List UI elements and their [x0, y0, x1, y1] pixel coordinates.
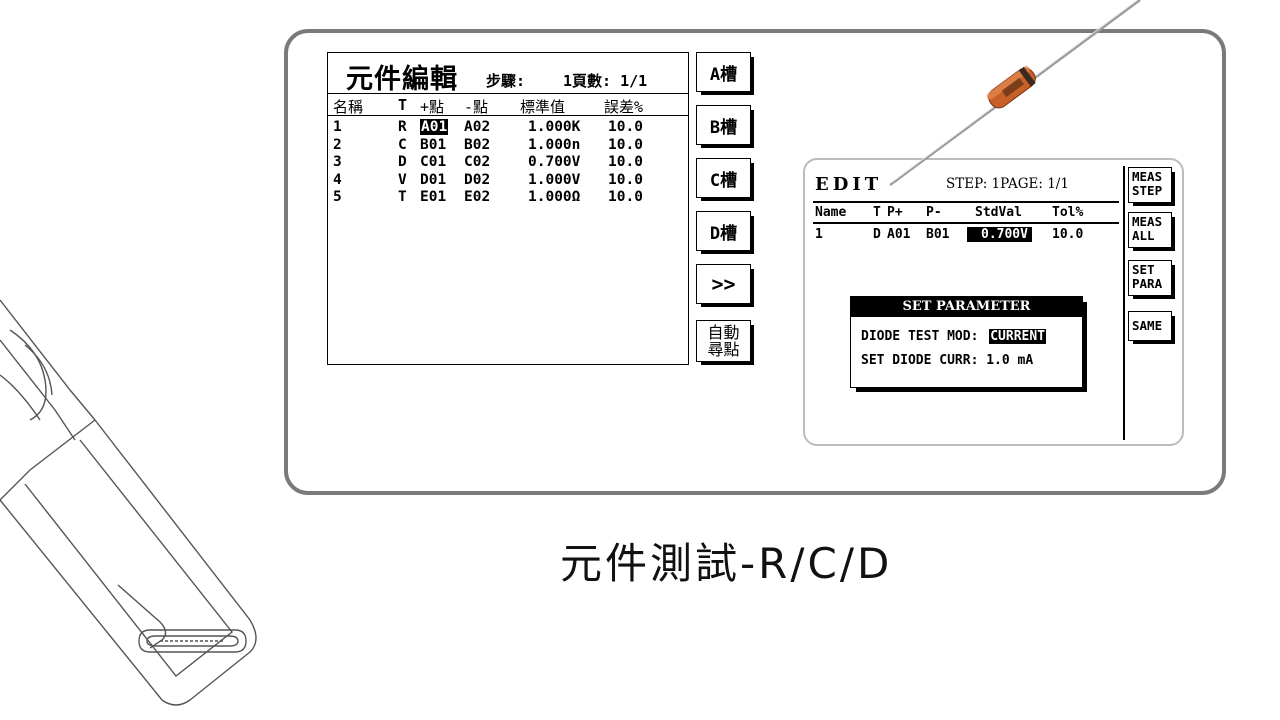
set-para-line2: PARA: [1132, 276, 1163, 291]
slot-c-button[interactable]: C槽: [696, 158, 754, 201]
page-label: 1頁數: 1/1: [563, 72, 648, 90]
row-plus: E01: [420, 189, 447, 205]
auto-btn-line2: 尋點: [707, 340, 740, 359]
row-type: C: [398, 136, 407, 153]
diode-mode-label: DIODE TEST MOD:: [861, 329, 979, 344]
header-std-value: 標準值: [520, 98, 566, 116]
auto-find-point-button[interactable]: 自動 尋點: [696, 320, 754, 365]
diode-test-mode-row: DIODE TEST MOD: CURRENT: [861, 329, 1047, 344]
row-tolerance: 10.0: [608, 189, 643, 205]
slot-d-button[interactable]: D槽: [696, 211, 754, 254]
row-plus: B01: [420, 136, 447, 153]
row-type: V: [398, 171, 407, 188]
table-row[interactable]: 4 V D01 D02 1.000V 10.0: [328, 172, 688, 190]
header-plus: +點: [420, 98, 445, 116]
diode-current-row: SET DIODE CURR: 1.0 mA: [861, 353, 1034, 368]
diode-illustration: [890, 0, 1141, 187]
meas-step-line1: MEAS: [1132, 169, 1163, 184]
row-plus-selected[interactable]: A01: [420, 119, 449, 135]
row-type: D: [873, 227, 881, 242]
row-tolerance: 10.0: [608, 119, 643, 135]
component-rows: 1 R A01 A02 1.000K 10.0 2 C B01 B02 1.000n 10.0 3 D C0…: [328, 119, 688, 207]
set-parameter-dialog: SET PARAMETER DIODE TEST MOD: CURRENT SE…: [850, 296, 1087, 392]
slot-b-button[interactable]: B槽: [696, 105, 754, 148]
row-minus: A02: [464, 119, 491, 135]
meas-all-button[interactable]: MEAS ALL: [1128, 212, 1175, 251]
same-line1: SAME: [1132, 318, 1163, 333]
meas-step-line2: STEP: [1132, 183, 1163, 198]
edit-title: EDIT: [815, 174, 883, 195]
set-para-button[interactable]: SET PARA: [1128, 260, 1175, 299]
row-std-value: 0.700V: [528, 154, 581, 170]
row-minus: C02: [464, 154, 491, 170]
row-name: 1: [333, 119, 342, 135]
title-divider: [813, 201, 1119, 203]
set-para-line1: SET: [1132, 262, 1155, 277]
row-tolerance: 10.0: [608, 171, 643, 188]
header-tolerance: 誤差%: [604, 98, 644, 116]
step-page-label: STEP: 1PAGE: 1/1: [946, 176, 1069, 192]
meas-all-line2: ALL: [1132, 228, 1155, 243]
row-std-value: 1.000K: [528, 119, 581, 135]
header-minus: P-: [926, 205, 942, 220]
row-plus: C01: [420, 154, 447, 170]
header-name: 名稱: [333, 98, 364, 116]
row-tolerance: 10.0: [608, 136, 643, 153]
row-std-value: 1.000Ω: [528, 189, 581, 205]
title-bar: 元件編輯 步驟: 1頁數: 1/1: [328, 53, 688, 95]
header-divider: [813, 222, 1119, 224]
row-minus: E02: [464, 189, 491, 205]
button-column-divider: [1123, 166, 1125, 440]
row-type: R: [398, 119, 407, 135]
row-tolerance: 10.0: [608, 154, 643, 170]
table-row[interactable]: 5 T E01 E02 1.000Ω 10.0: [328, 189, 688, 207]
row-type: T: [398, 189, 407, 205]
row-plus: A01: [887, 227, 911, 242]
row-tolerance: 10.0: [1052, 227, 1084, 242]
header-tolerance: Tol%: [1052, 205, 1084, 220]
step-label: 步驟:: [486, 72, 526, 90]
row-name: 2: [333, 136, 342, 153]
meas-all-line1: MEAS: [1132, 214, 1163, 229]
table-row[interactable]: 1 R A01 A02 1.000K 10.0: [328, 119, 688, 137]
header-plus: P+: [887, 205, 903, 220]
row-name: 5: [333, 189, 342, 205]
caption-title: 元件測試-R/C/D: [560, 539, 893, 588]
table-row[interactable]: 2 C B01 B02 1.000n 10.0: [328, 137, 688, 155]
row-minus: B01: [926, 227, 950, 242]
header-type: T: [873, 205, 881, 220]
row-std-value: 1.000n: [528, 136, 581, 153]
header-name: Name: [815, 205, 847, 220]
header-type: T: [398, 96, 408, 114]
row-minus: B02: [464, 136, 491, 153]
meas-step-button[interactable]: MEAS STEP: [1128, 167, 1175, 206]
usb-c-cable-illustration: [0, 299, 257, 706]
row-std-value: 1.000V: [528, 171, 581, 188]
next-page-button[interactable]: >>: [696, 264, 754, 307]
row-std-value-selected[interactable]: 0.700V: [967, 227, 1032, 242]
header-minus: -點: [464, 98, 489, 116]
table-row[interactable]: 3 D C01 C02 0.700V 10.0: [328, 154, 688, 172]
auto-btn-line1: 自動: [707, 323, 740, 342]
diode-mode-value[interactable]: CURRENT: [989, 329, 1047, 344]
row-name: 3: [333, 154, 342, 170]
row-name: 1: [815, 227, 823, 242]
component-edit-screen-en: EDIT STEP: 1PAGE: 1/1 Name T P+ P- StdVa…: [803, 158, 1184, 446]
slot-a-button[interactable]: A槽: [696, 52, 754, 95]
row-minus: D02: [464, 171, 491, 188]
column-headers: 名稱 T +點 -點 標準值 誤差%: [328, 95, 688, 116]
same-button[interactable]: SAME: [1128, 311, 1175, 344]
row-type: D: [398, 154, 407, 170]
row-plus: D01: [420, 171, 447, 188]
page-title: 元件編輯: [346, 64, 458, 95]
dialog-title: SET PARAMETER: [851, 297, 1082, 317]
row-name: 4: [333, 171, 342, 188]
header-std-value: StdVal: [975, 205, 1022, 220]
